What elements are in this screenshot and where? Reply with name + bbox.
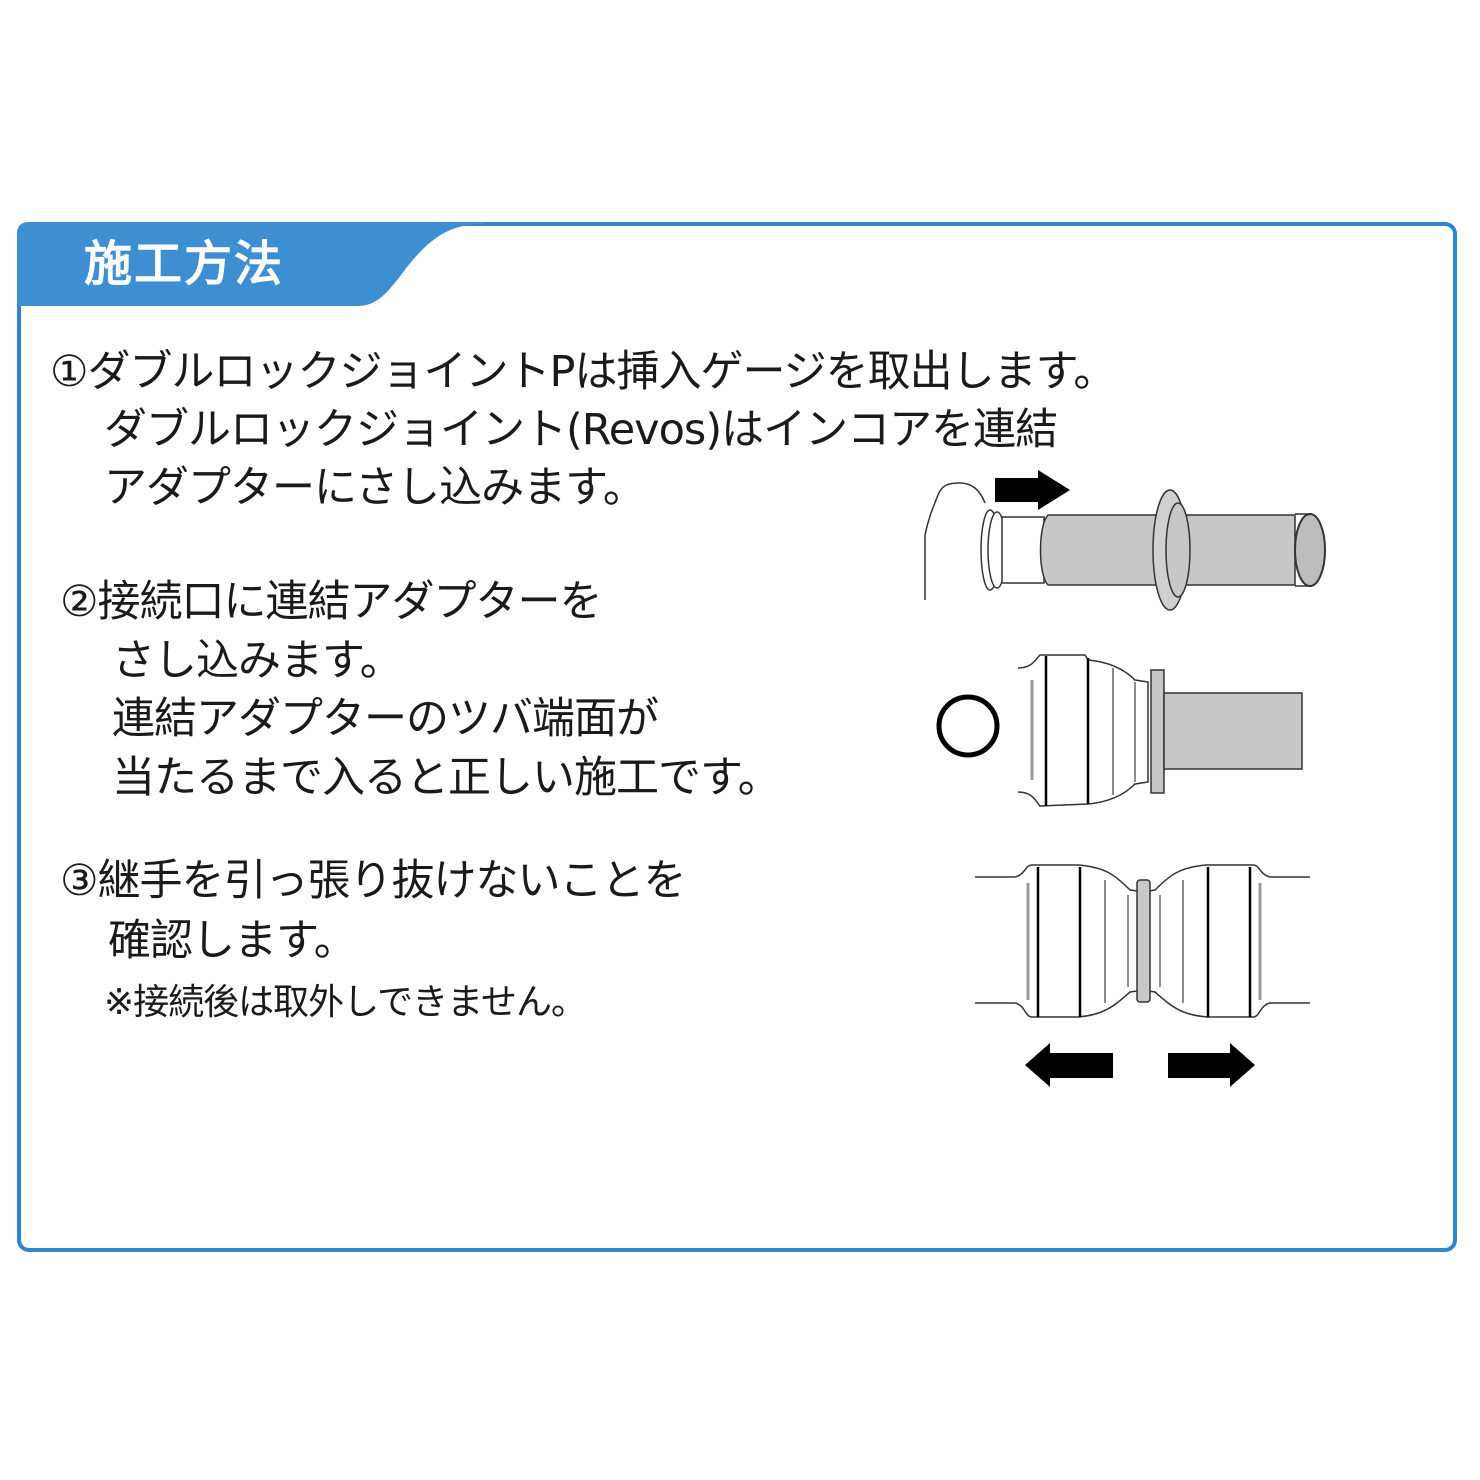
step-2-line-1: ②接続口に連結アダプターを	[60, 577, 603, 627]
insert-incore-diagram	[924, 470, 1326, 611]
header-tab-background	[17, 222, 487, 306]
step-3-line-2: 確認します。	[108, 916, 357, 966]
pull-test-diagram	[975, 864, 1310, 1087]
step-1-line-1: ①ダブルロックジョイントPは挿入ゲージを取出します。	[50, 347, 1116, 397]
center-flange	[1136, 879, 1151, 1003]
step-3-line-1: ③継手を引っ張り抜けないことを	[60, 856, 687, 906]
arrow-left-icon	[1025, 1043, 1113, 1087]
step-1-line-2: ダブルロックジョイント(Revos)はインコアを連結	[104, 405, 1058, 455]
step-2-line-3: 連結アダプターのツバ端面が	[112, 694, 659, 744]
step-2-line-2: さし込みます。	[112, 636, 403, 686]
arrow-right-icon	[995, 470, 1070, 510]
section-title: 施工方法	[84, 236, 285, 292]
correct-installation-diagram	[936, 654, 1303, 807]
finger-outline	[924, 482, 986, 600]
arrow-right-icon	[1168, 1043, 1255, 1087]
step-3-note: ※接続後は取外しできません。	[104, 982, 587, 1023]
correct-mark-circle-icon	[936, 694, 1000, 758]
step-1-line-3: アダプターにさし込みます。	[104, 463, 646, 513]
step-2-line-4: 当たるまで入ると正しい施工です。	[112, 753, 781, 803]
